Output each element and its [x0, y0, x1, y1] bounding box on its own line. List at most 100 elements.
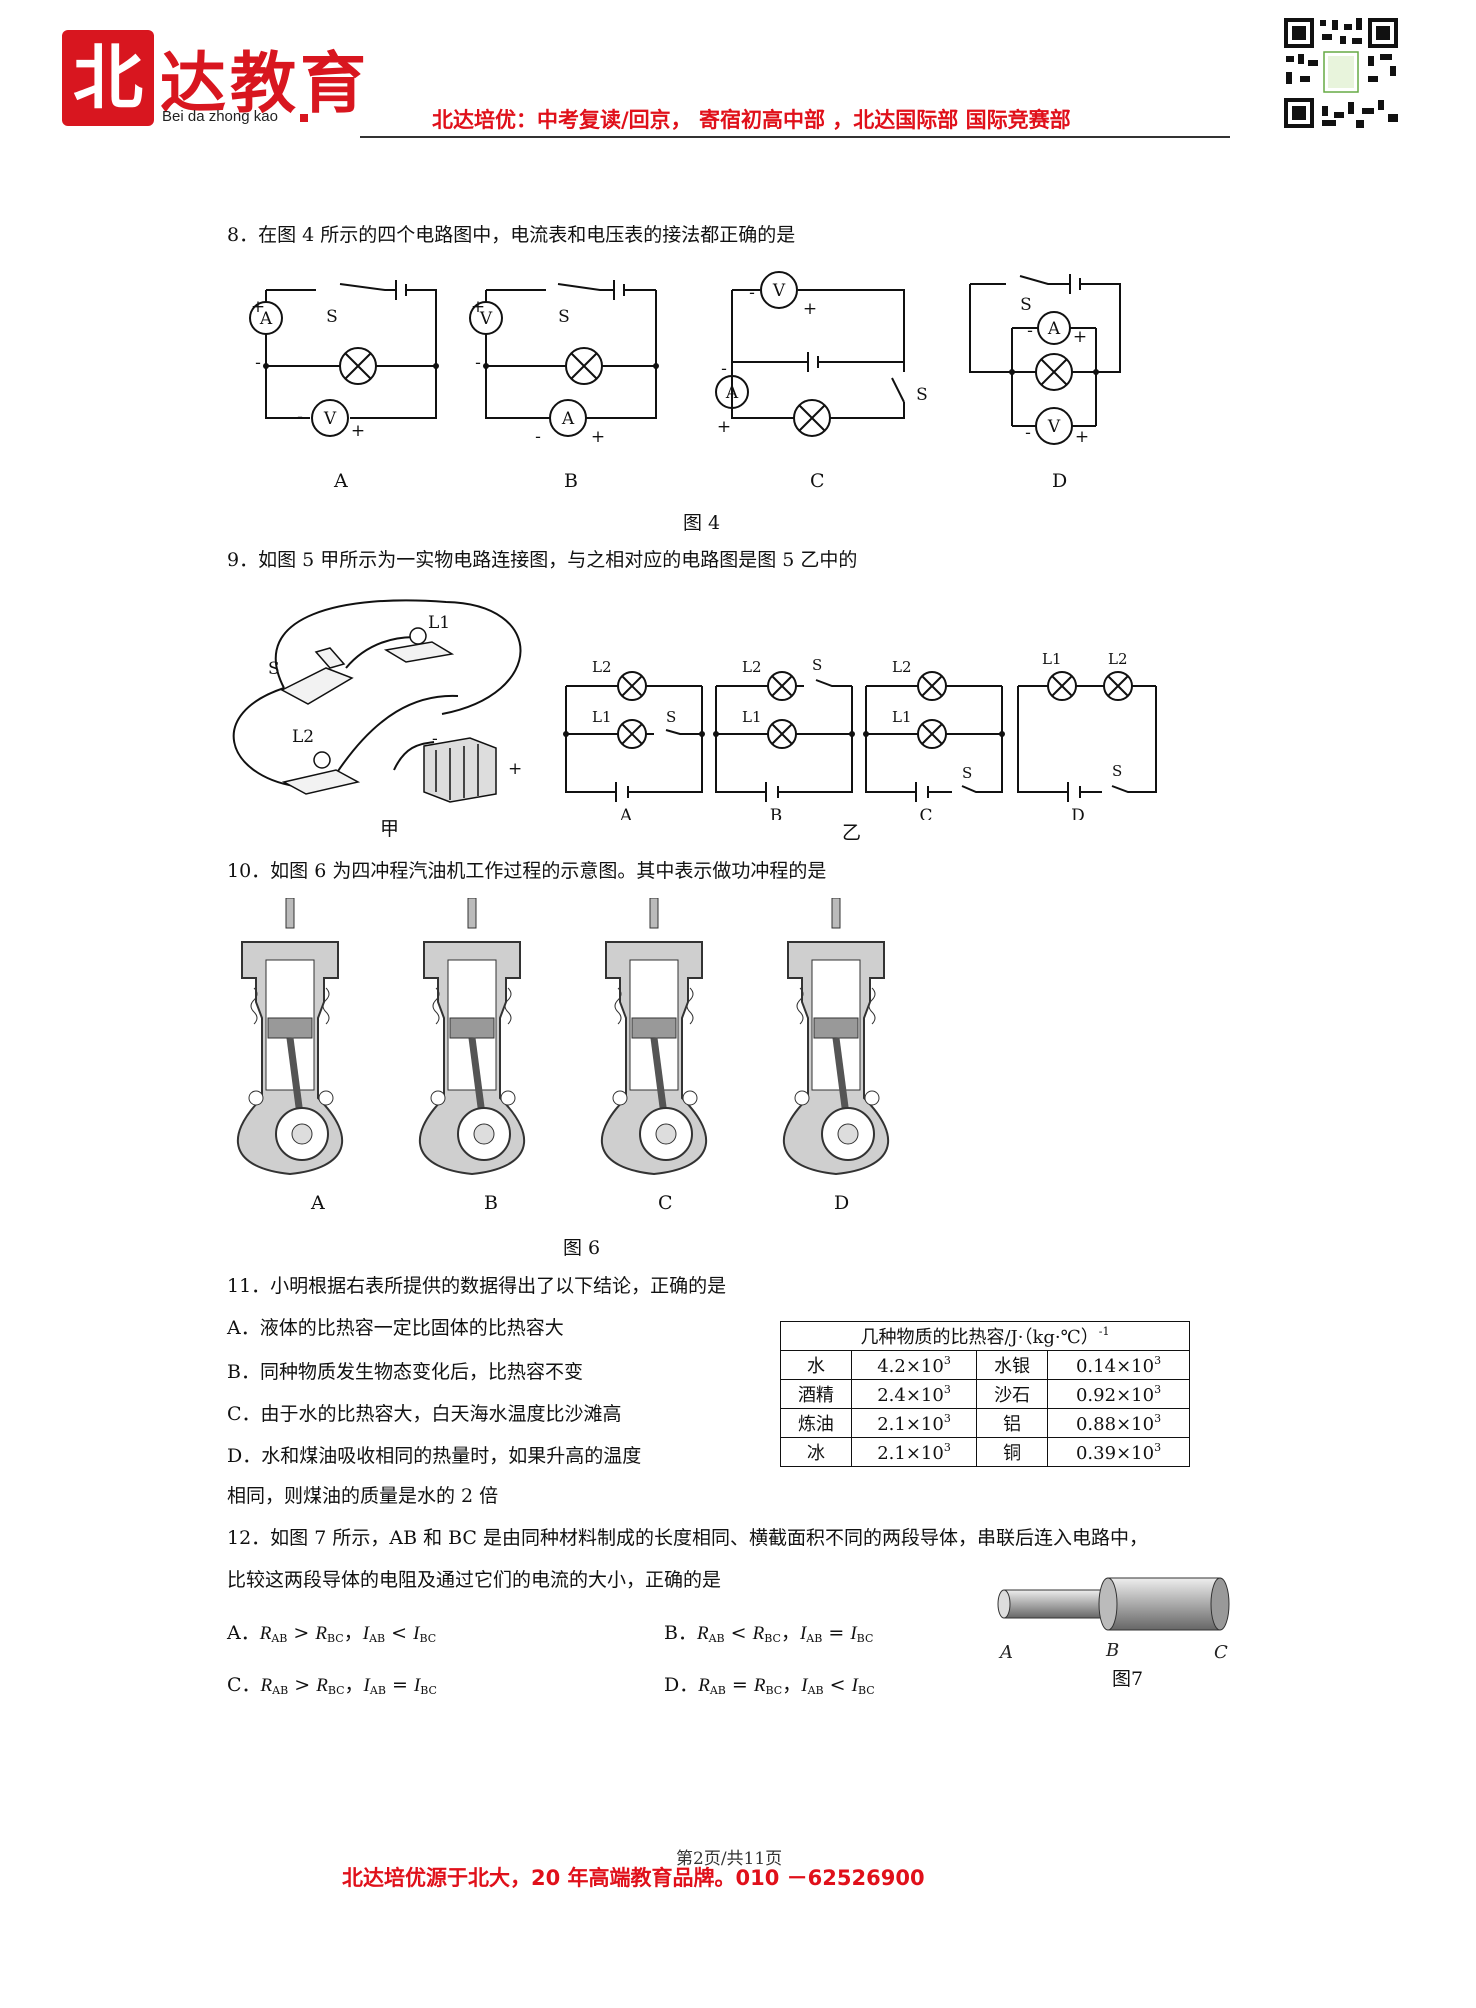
svg-text:-: -: [475, 353, 481, 373]
circuit-4b: [469, 280, 657, 437]
q12-option-a: A．RAB > RBC，IAB < IBC: [227, 1622, 437, 1645]
brand-subtitle: Bei da zhong kao: [162, 108, 278, 125]
svg-text:V: V: [1047, 417, 1061, 437]
q8-option-c: C: [810, 470, 825, 492]
svg-text:A: A: [725, 383, 739, 403]
figure-5-physical: S L1 L2 - +: [232, 599, 522, 803]
logo: 北: [62, 30, 154, 126]
svg-text:S: S: [1020, 295, 1032, 315]
question-8-text: 8．在图 4 所示的四个电路图中，电流表和电压表的接法都正确的是: [227, 224, 796, 246]
svg-text:+: +: [1075, 427, 1089, 447]
svg-text:S: S: [268, 659, 280, 679]
brand-name: 达教育: [160, 44, 370, 122]
svg-text:C: C: [1214, 1642, 1228, 1663]
q11-option-c: C．由于水的比热容大，白天海水温度比沙滩高: [227, 1403, 622, 1425]
svg-text:L1: L1: [592, 708, 612, 726]
svg-text:A: A: [561, 409, 575, 429]
q12-option-b: B．RAB < RBC，IAB = IBC: [664, 1622, 874, 1645]
circuit-4d: [969, 274, 1121, 445]
svg-text:S: S: [666, 708, 676, 726]
question-12-line2: 比较这两段导体的电阻及通过它们的电流的大小，正确的是: [227, 1569, 722, 1591]
question-11-text: 11．小明根据右表所提供的数据得出了以下结论，正确的是: [227, 1275, 727, 1297]
svg-text:+: +: [508, 759, 522, 779]
figure-6-engines: [232, 898, 932, 1188]
svg-text:S: S: [916, 385, 928, 405]
svg-text:C: C: [919, 806, 932, 820]
svg-text:-: -: [749, 283, 755, 303]
circuit-4a: [249, 280, 437, 437]
svg-text:A: A: [1047, 319, 1061, 339]
svg-text:V: V: [323, 409, 337, 429]
header-slogan: 北达培优：中考复读/回京， 寄宿初高中部 ，北达国际部 国际竞赛部: [432, 108, 1071, 132]
question-12-line1: 12．如图 7 所示，AB 和 BC 是由同种材料制成的长度相同、横截面积不同的…: [227, 1527, 1149, 1549]
q11-option-a: A．液体的比热容一定比固体的比热容大: [227, 1317, 564, 1339]
svg-text:+: +: [803, 299, 817, 319]
svg-text:+: +: [717, 417, 731, 437]
q12-option-d: D．RAB = RBC，IAB < IBC: [664, 1674, 875, 1697]
q10-option-a: A: [311, 1192, 325, 1214]
figure-7-conductor: A B C: [997, 1577, 1230, 1663]
svg-text:+: +: [1073, 327, 1087, 347]
svg-text:L1: L1: [892, 708, 912, 726]
svg-text:D: D: [1071, 806, 1085, 820]
svg-text:+: +: [251, 297, 265, 317]
svg-text:L2: L2: [592, 658, 612, 676]
svg-text:B: B: [1105, 1640, 1119, 1661]
svg-text:L2: L2: [892, 658, 912, 676]
svg-text:-: -: [432, 729, 438, 749]
svg-text:V: V: [479, 309, 493, 329]
svg-text:+: +: [351, 421, 365, 441]
svg-text:-: -: [535, 427, 541, 447]
logo-char: 北: [73, 36, 143, 119]
svg-text:-: -: [1027, 321, 1033, 341]
svg-text:-: -: [1025, 423, 1031, 443]
svg-text:S: S: [1112, 762, 1122, 780]
svg-text:L2: L2: [1108, 650, 1128, 668]
svg-text:V: V: [772, 281, 786, 301]
figure-4-caption: 图 4: [683, 512, 721, 534]
svg-text:L1: L1: [428, 613, 450, 633]
q8-option-b: B: [564, 470, 578, 492]
svg-text:-: -: [297, 407, 303, 427]
page-number: 第2页/共11页: [676, 1849, 783, 1869]
svg-text:A: A: [619, 806, 633, 820]
figure-5-left-label: 甲: [380, 818, 400, 840]
svg-text:+: +: [471, 297, 485, 317]
q11-option-b: B．同种物质发生物态变化后，比热容不变: [227, 1361, 583, 1383]
q11-option-d: D．水和煤油吸收相同的热量时，如果升高的温度: [227, 1445, 642, 1467]
circuit-4c: [715, 271, 905, 437]
question-10-text: 10．如图 6 为四冲程汽油机工作过程的示意图。其中表示做功冲程的是: [227, 860, 827, 882]
figure-6-caption: 图 6: [563, 1237, 601, 1259]
q8-option-d: D: [1052, 470, 1068, 492]
svg-text:L2: L2: [292, 727, 314, 747]
brand-dot: [300, 114, 308, 122]
svg-text:L2: L2: [742, 658, 762, 676]
svg-text:L1: L1: [742, 708, 762, 726]
ammeter-symbol: A: [259, 309, 273, 329]
q10-option-b: B: [484, 1192, 498, 1214]
figure-4: A V S V A S V A S A V S + - - + + - - + …: [249, 271, 1121, 447]
q8-option-a: A: [334, 470, 348, 492]
header-rule: [360, 136, 1230, 138]
svg-text:+: +: [591, 427, 605, 447]
figure-5-right-label: 乙: [842, 822, 862, 844]
q11-option-d-cont: 相同，则煤油的质量是水的 2 倍: [227, 1485, 499, 1507]
figure-7-caption: 图7: [1112, 1668, 1144, 1690]
svg-text:S: S: [558, 307, 570, 327]
svg-text:A: A: [998, 1642, 1013, 1663]
q10-option-c: C: [658, 1192, 673, 1214]
question-9-text: 9．如图 5 甲所示为一实物电路连接图，与之相对应的电路图是图 5 乙中的: [227, 549, 858, 571]
q12-option-c: C．RAB > RBC，IAB = IBC: [227, 1674, 437, 1697]
footer-slogan: 北达培优源于北大，20 年高端教育品牌。010 －62526900: [342, 1866, 925, 1890]
qr-code: [1282, 16, 1400, 130]
svg-text:S: S: [962, 764, 972, 782]
q10-option-d: D: [834, 1192, 850, 1214]
svg-text:B: B: [770, 806, 783, 820]
svg-text:L1: L1: [1042, 650, 1062, 668]
